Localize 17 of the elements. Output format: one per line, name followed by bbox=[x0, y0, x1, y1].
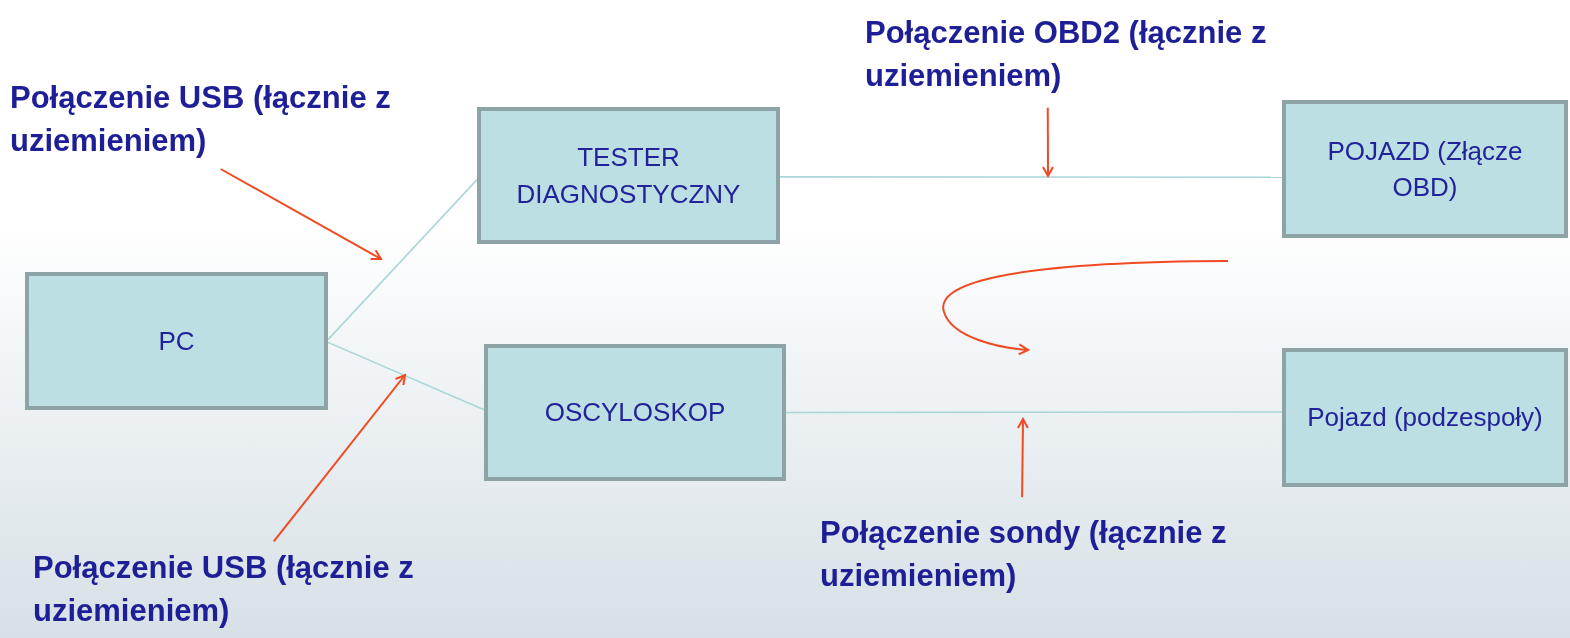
leader-arrow bbox=[1041, 106, 1054, 177]
leader-arrow bbox=[219, 168, 382, 260]
process-box: OSCYLOSKOP bbox=[484, 344, 786, 481]
callout-text: Połączenie sondy (łącznie z uziemieniem) bbox=[820, 514, 1228, 595]
leader-arrow bbox=[272, 374, 406, 543]
process-box: TESTER DIAGNOSTYCZNY bbox=[477, 107, 780, 244]
callout-text: Połączenie USB (łącznie z uziemieniem) bbox=[33, 549, 415, 630]
process-box: Pojazd (podzespoły) bbox=[1282, 348, 1568, 487]
callout-text: Połączenie OBD2 (łącznie z uziemieniem) bbox=[865, 14, 1268, 95]
leader-arrow bbox=[1016, 418, 1029, 499]
callout-text: Połączenie USB (łącznie z uziemieniem) bbox=[10, 79, 392, 160]
connector-line bbox=[785, 411, 1283, 414]
connector-line bbox=[327, 178, 478, 341]
process-box: POJAZD (Złącze OBD) bbox=[1282, 100, 1568, 238]
connector-line bbox=[779, 176, 1283, 179]
connector-line bbox=[327, 341, 485, 411]
process-box: PC bbox=[25, 272, 328, 410]
